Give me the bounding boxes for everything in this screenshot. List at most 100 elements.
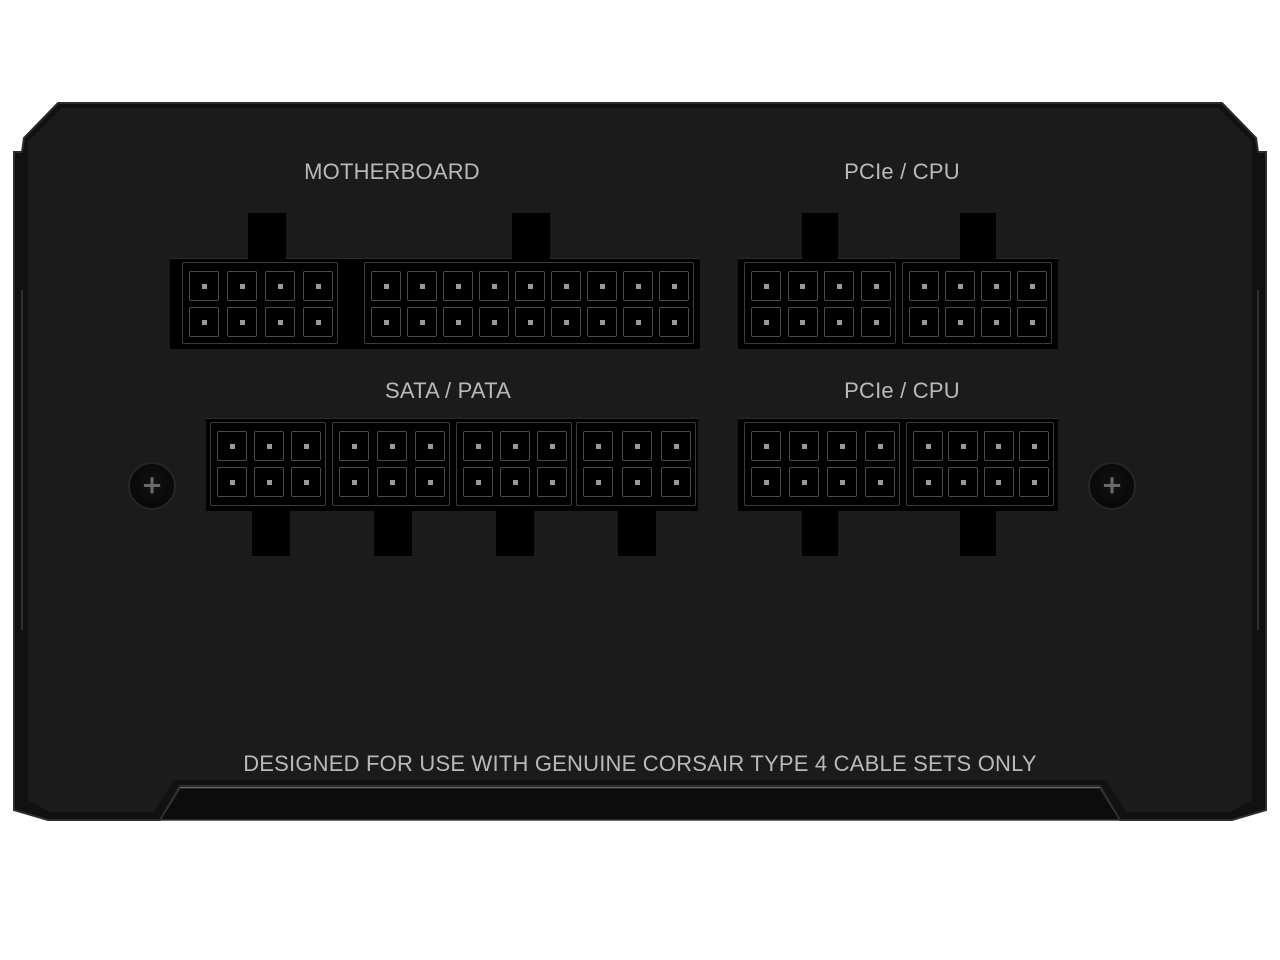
motherboard-connector-pin bbox=[303, 271, 333, 301]
pcie-cpu-bottom-connector-pin bbox=[827, 431, 857, 461]
sata-pata-connector-pin bbox=[377, 431, 407, 461]
motherboard-connector-pin bbox=[443, 271, 473, 301]
sata-pata-connector-pin bbox=[622, 431, 652, 461]
pcie-cpu-top-connector-module bbox=[902, 262, 1052, 344]
sata-pata-connector-pin bbox=[217, 467, 247, 497]
pcie-cpu-top-connector-pin bbox=[751, 271, 781, 301]
screw-icon: + bbox=[128, 462, 176, 510]
motherboard-connector-latch bbox=[248, 213, 286, 261]
pcie-cpu-bottom-connector-pin bbox=[1019, 431, 1049, 461]
motherboard-connector-pin bbox=[189, 271, 219, 301]
motherboard-connector-pin bbox=[515, 271, 545, 301]
motherboard-connector-pin bbox=[407, 307, 437, 337]
pcie-cpu-top-connector-pin bbox=[909, 271, 939, 301]
pcie-cpu-bottom-connector-module bbox=[906, 422, 1054, 506]
motherboard-connector-pin bbox=[227, 307, 257, 337]
sata-pata-connector-pin bbox=[254, 431, 284, 461]
pcie-cpu-top-connector-pin bbox=[981, 307, 1011, 337]
motherboard-connector-pin bbox=[443, 307, 473, 337]
sata-pata-connector-pin bbox=[254, 467, 284, 497]
motherboard-connector-pin bbox=[479, 307, 509, 337]
pcie-cpu-bottom-label: PCIe / CPU bbox=[844, 378, 960, 403]
pcie-cpu-bottom-connector-pin bbox=[913, 467, 943, 497]
pcie-cpu-top-connector-pin bbox=[981, 271, 1011, 301]
sata-pata-connector-pin bbox=[339, 431, 369, 461]
motherboard-connector-pin bbox=[515, 307, 545, 337]
motherboard-connector-latch bbox=[512, 213, 550, 261]
pcie-cpu-top-connector-pin bbox=[751, 307, 781, 337]
sata-pata-connector-pin bbox=[463, 431, 493, 461]
motherboard-connector-pin bbox=[371, 271, 401, 301]
motherboard-connector-pin bbox=[623, 271, 653, 301]
sata-pata-connector-pin bbox=[661, 467, 691, 497]
motherboard-connector-pin bbox=[623, 307, 653, 337]
pcie-cpu-top-connector-pin bbox=[909, 307, 939, 337]
screw-icon: + bbox=[1088, 462, 1136, 510]
bottom-foot bbox=[158, 787, 1122, 821]
pcie-cpu-bottom-connector-pin bbox=[1019, 467, 1049, 497]
motherboard-connector-pin bbox=[407, 271, 437, 301]
pcie-cpu-top-connector-pin bbox=[945, 307, 975, 337]
sata-pata-connector-pin bbox=[217, 431, 247, 461]
sata-pata-connector-latch bbox=[374, 508, 412, 556]
sata-pata-connector-pin bbox=[537, 467, 567, 497]
pcie-cpu-top-connector-pin bbox=[1017, 307, 1047, 337]
sata-pata-connector-pin bbox=[291, 431, 321, 461]
sata-pata-connector-pin bbox=[377, 467, 407, 497]
motherboard-connector-pin bbox=[227, 271, 257, 301]
sata-pata-connector-pin bbox=[291, 467, 321, 497]
motherboard-connector-pin bbox=[587, 307, 617, 337]
motherboard-label: MOTHERBOARD bbox=[304, 159, 480, 184]
pcie-cpu-top-connector-pin bbox=[787, 271, 818, 301]
pcie-cpu-top-connector-pin bbox=[861, 307, 891, 337]
sata-pata-connector-pin bbox=[500, 467, 530, 497]
pcie-cpu-top-label: PCIe / CPU bbox=[844, 159, 960, 184]
sata-pata-connector-pin bbox=[622, 467, 652, 497]
sata-pata-connector-pin bbox=[537, 431, 567, 461]
motherboard-connector-pin bbox=[659, 307, 689, 337]
pcie-cpu-top-connector-pin bbox=[861, 271, 891, 301]
sata-pata-connector-pin bbox=[415, 431, 445, 461]
sata-pata-connector-pin bbox=[661, 431, 691, 461]
pcie-cpu-bottom-connector-pin bbox=[789, 467, 819, 497]
sata-pata-connector-module bbox=[576, 422, 696, 506]
sata-pata-connector-latch bbox=[618, 508, 656, 556]
pcie-cpu-bottom-connector-pin bbox=[751, 467, 781, 497]
cable-notice: DESIGNED FOR USE WITH GENUINE CORSAIR TY… bbox=[243, 751, 1037, 776]
sata-pata-connector-latch bbox=[252, 508, 290, 556]
pcie-cpu-bottom-connector-pin bbox=[865, 431, 895, 461]
pcie-cpu-top-connector-pin bbox=[1017, 271, 1047, 301]
pcie-cpu-bottom-connector-pin bbox=[948, 431, 979, 461]
pcie-cpu-bottom-connector-pin bbox=[827, 467, 857, 497]
motherboard-connector-pin bbox=[303, 307, 333, 337]
pcie-cpu-top-connector-pin bbox=[945, 271, 975, 301]
sata-pata-connector-pin bbox=[339, 467, 369, 497]
pcie-cpu-top-connector-pin bbox=[824, 271, 855, 301]
pcie-cpu-bottom-connector-pin bbox=[983, 431, 1014, 461]
motherboard-connector-pin bbox=[659, 271, 689, 301]
motherboard-connector-pin bbox=[265, 271, 295, 301]
sata-pata-connector-latch bbox=[496, 508, 534, 556]
sata-pata-connector-pin bbox=[500, 431, 530, 461]
pcie-cpu-bottom-connector-pin bbox=[948, 467, 979, 497]
sata-pata-connector-pin bbox=[583, 431, 613, 461]
motherboard-connector-pin bbox=[551, 271, 581, 301]
pcie-cpu-top-connector-pin bbox=[824, 307, 855, 337]
pcie-cpu-bottom-connector-pin bbox=[865, 467, 895, 497]
motherboard-connector-pin bbox=[371, 307, 401, 337]
pcie-cpu-top-connector-latch bbox=[802, 213, 838, 261]
sata-pata-connector-pin bbox=[583, 467, 613, 497]
motherboard-connector-pin bbox=[265, 307, 295, 337]
sata-pata-connector-module bbox=[456, 422, 572, 506]
pcie-cpu-bottom-connector-pin bbox=[789, 431, 819, 461]
sata-pata-connector-module bbox=[210, 422, 326, 506]
pcie-cpu-top-connector-latch bbox=[960, 213, 996, 261]
pcie-cpu-bottom-connector-module bbox=[744, 422, 900, 506]
pcie-cpu-top-connector-module bbox=[744, 262, 896, 344]
pcie-cpu-bottom-connector-pin bbox=[913, 431, 943, 461]
motherboard-connector-module bbox=[364, 262, 694, 344]
pcie-cpu-top-connector-pin bbox=[787, 307, 818, 337]
sata-pata-connector-module bbox=[332, 422, 450, 506]
pcie-cpu-bottom-connector-latch bbox=[960, 508, 996, 556]
motherboard-connector-pin bbox=[551, 307, 581, 337]
